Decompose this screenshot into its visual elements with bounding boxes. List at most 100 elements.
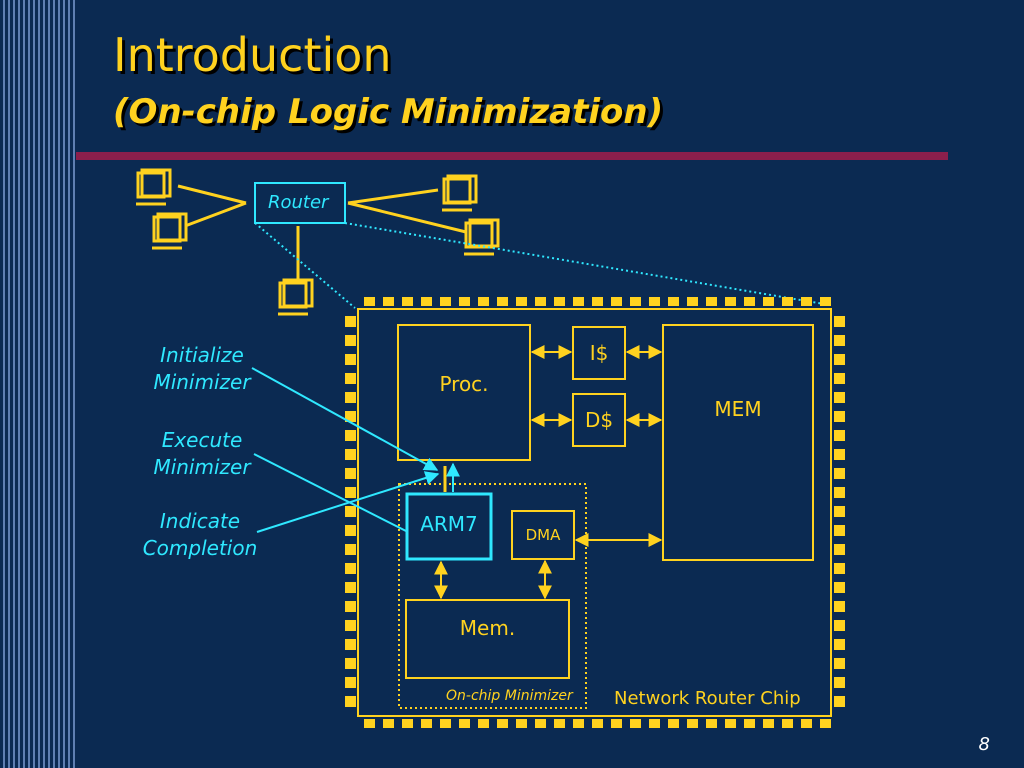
title-divider xyxy=(76,152,948,160)
chip-pin xyxy=(649,719,660,728)
chip-pin xyxy=(421,719,432,728)
chip-pin xyxy=(834,468,845,479)
chip-pin xyxy=(345,449,356,460)
chip-pin xyxy=(421,297,432,306)
slide-title: Introduction xyxy=(113,28,392,82)
dma-block xyxy=(511,510,575,560)
chip-pin xyxy=(834,316,845,327)
router-label: Router xyxy=(268,192,329,213)
proc-label: Proc. xyxy=(439,372,489,396)
chip-pin xyxy=(763,297,774,306)
chip-pin xyxy=(497,297,508,306)
decorative-stripes xyxy=(0,0,76,768)
chip-pin xyxy=(345,639,356,650)
chip-pin xyxy=(611,719,622,728)
chip-label: Network Router Chip xyxy=(614,688,801,709)
chip-pin xyxy=(345,582,356,593)
chip-pin xyxy=(834,677,845,688)
chip-pin xyxy=(478,297,489,306)
chip-pin xyxy=(592,297,603,306)
chip-pin xyxy=(801,297,812,306)
chip-pin xyxy=(834,639,845,650)
signal-lines xyxy=(251,367,440,533)
chip-pin xyxy=(687,719,698,728)
chip-pin xyxy=(782,719,793,728)
chip-pin xyxy=(402,719,413,728)
chip-pin xyxy=(573,719,584,728)
chip-pin xyxy=(364,719,375,728)
arm7-block xyxy=(405,492,493,561)
chip-pin xyxy=(834,658,845,669)
minimizer-region xyxy=(398,483,587,709)
computer-icon xyxy=(442,174,478,212)
chip-pin xyxy=(345,335,356,346)
chip-pin xyxy=(554,297,565,306)
dcache-label: D$ xyxy=(584,408,614,432)
chip-pin xyxy=(364,297,375,306)
main-memory-label: MEM xyxy=(714,397,762,421)
step-indicate-label: Indicate Completion xyxy=(142,509,258,560)
chip-pin xyxy=(535,719,546,728)
chip-pin xyxy=(706,297,717,306)
minimizer-label: On-chip Minimizer xyxy=(446,688,573,704)
chip-pin xyxy=(459,719,470,728)
chip-pin xyxy=(801,719,812,728)
slide-subtitle: (On-chip Logic Minimization) xyxy=(113,92,664,132)
dma-label: DMA xyxy=(525,526,561,544)
chip-pin xyxy=(345,487,356,498)
computer-icon xyxy=(278,278,314,316)
data-bus-arrows xyxy=(434,345,663,600)
chip-pin xyxy=(345,373,356,384)
chip-pin xyxy=(478,719,489,728)
chip-pin xyxy=(834,525,845,536)
network-cables xyxy=(177,184,467,282)
chip-pin xyxy=(345,620,356,631)
chip-pin xyxy=(834,506,845,517)
chip-pin xyxy=(763,719,774,728)
chip-pin xyxy=(573,297,584,306)
step-execute-label: Execute Minimizer xyxy=(153,428,251,479)
chip-pin xyxy=(535,297,546,306)
chip-pin xyxy=(834,354,845,365)
chip-pin xyxy=(345,525,356,536)
chip-pin xyxy=(440,719,451,728)
computer-icon xyxy=(152,212,188,250)
chip-pin xyxy=(725,719,736,728)
chip-pin xyxy=(459,297,470,306)
chip-pin xyxy=(345,411,356,422)
chip-pin xyxy=(383,719,394,728)
chip-pin xyxy=(402,297,413,306)
chip-pin xyxy=(782,297,793,306)
chip-pin xyxy=(649,297,660,306)
chip-pin xyxy=(834,487,845,498)
icache-block xyxy=(572,326,626,380)
proc-arm-link xyxy=(443,462,460,492)
chip-pin xyxy=(345,658,356,669)
chip-pin xyxy=(834,373,845,384)
chip-pin xyxy=(820,297,831,306)
chip-pin xyxy=(516,719,527,728)
computer-icon xyxy=(136,168,172,206)
dcache-block xyxy=(572,393,626,447)
chip-pin xyxy=(345,601,356,612)
chip-body xyxy=(357,308,832,717)
chip-pin xyxy=(820,719,831,728)
chip-pin xyxy=(345,316,356,327)
chip-pin xyxy=(834,392,845,403)
chip-pin xyxy=(687,297,698,306)
local-memory-label: Mem. xyxy=(459,616,516,640)
chip-pin xyxy=(554,719,565,728)
chip-pin xyxy=(834,601,845,612)
local-memory-block xyxy=(405,599,570,679)
chip-pin xyxy=(668,297,679,306)
chip-pin xyxy=(345,677,356,688)
chip-pins xyxy=(345,297,845,728)
step-initialize-label: Initialize Minimizer xyxy=(153,343,251,394)
icache-label: I$ xyxy=(589,341,609,365)
chip-pin xyxy=(383,297,394,306)
chip-pin xyxy=(834,696,845,707)
chip-pin xyxy=(834,449,845,460)
chip-pin xyxy=(834,620,845,631)
chip-pin xyxy=(345,544,356,555)
